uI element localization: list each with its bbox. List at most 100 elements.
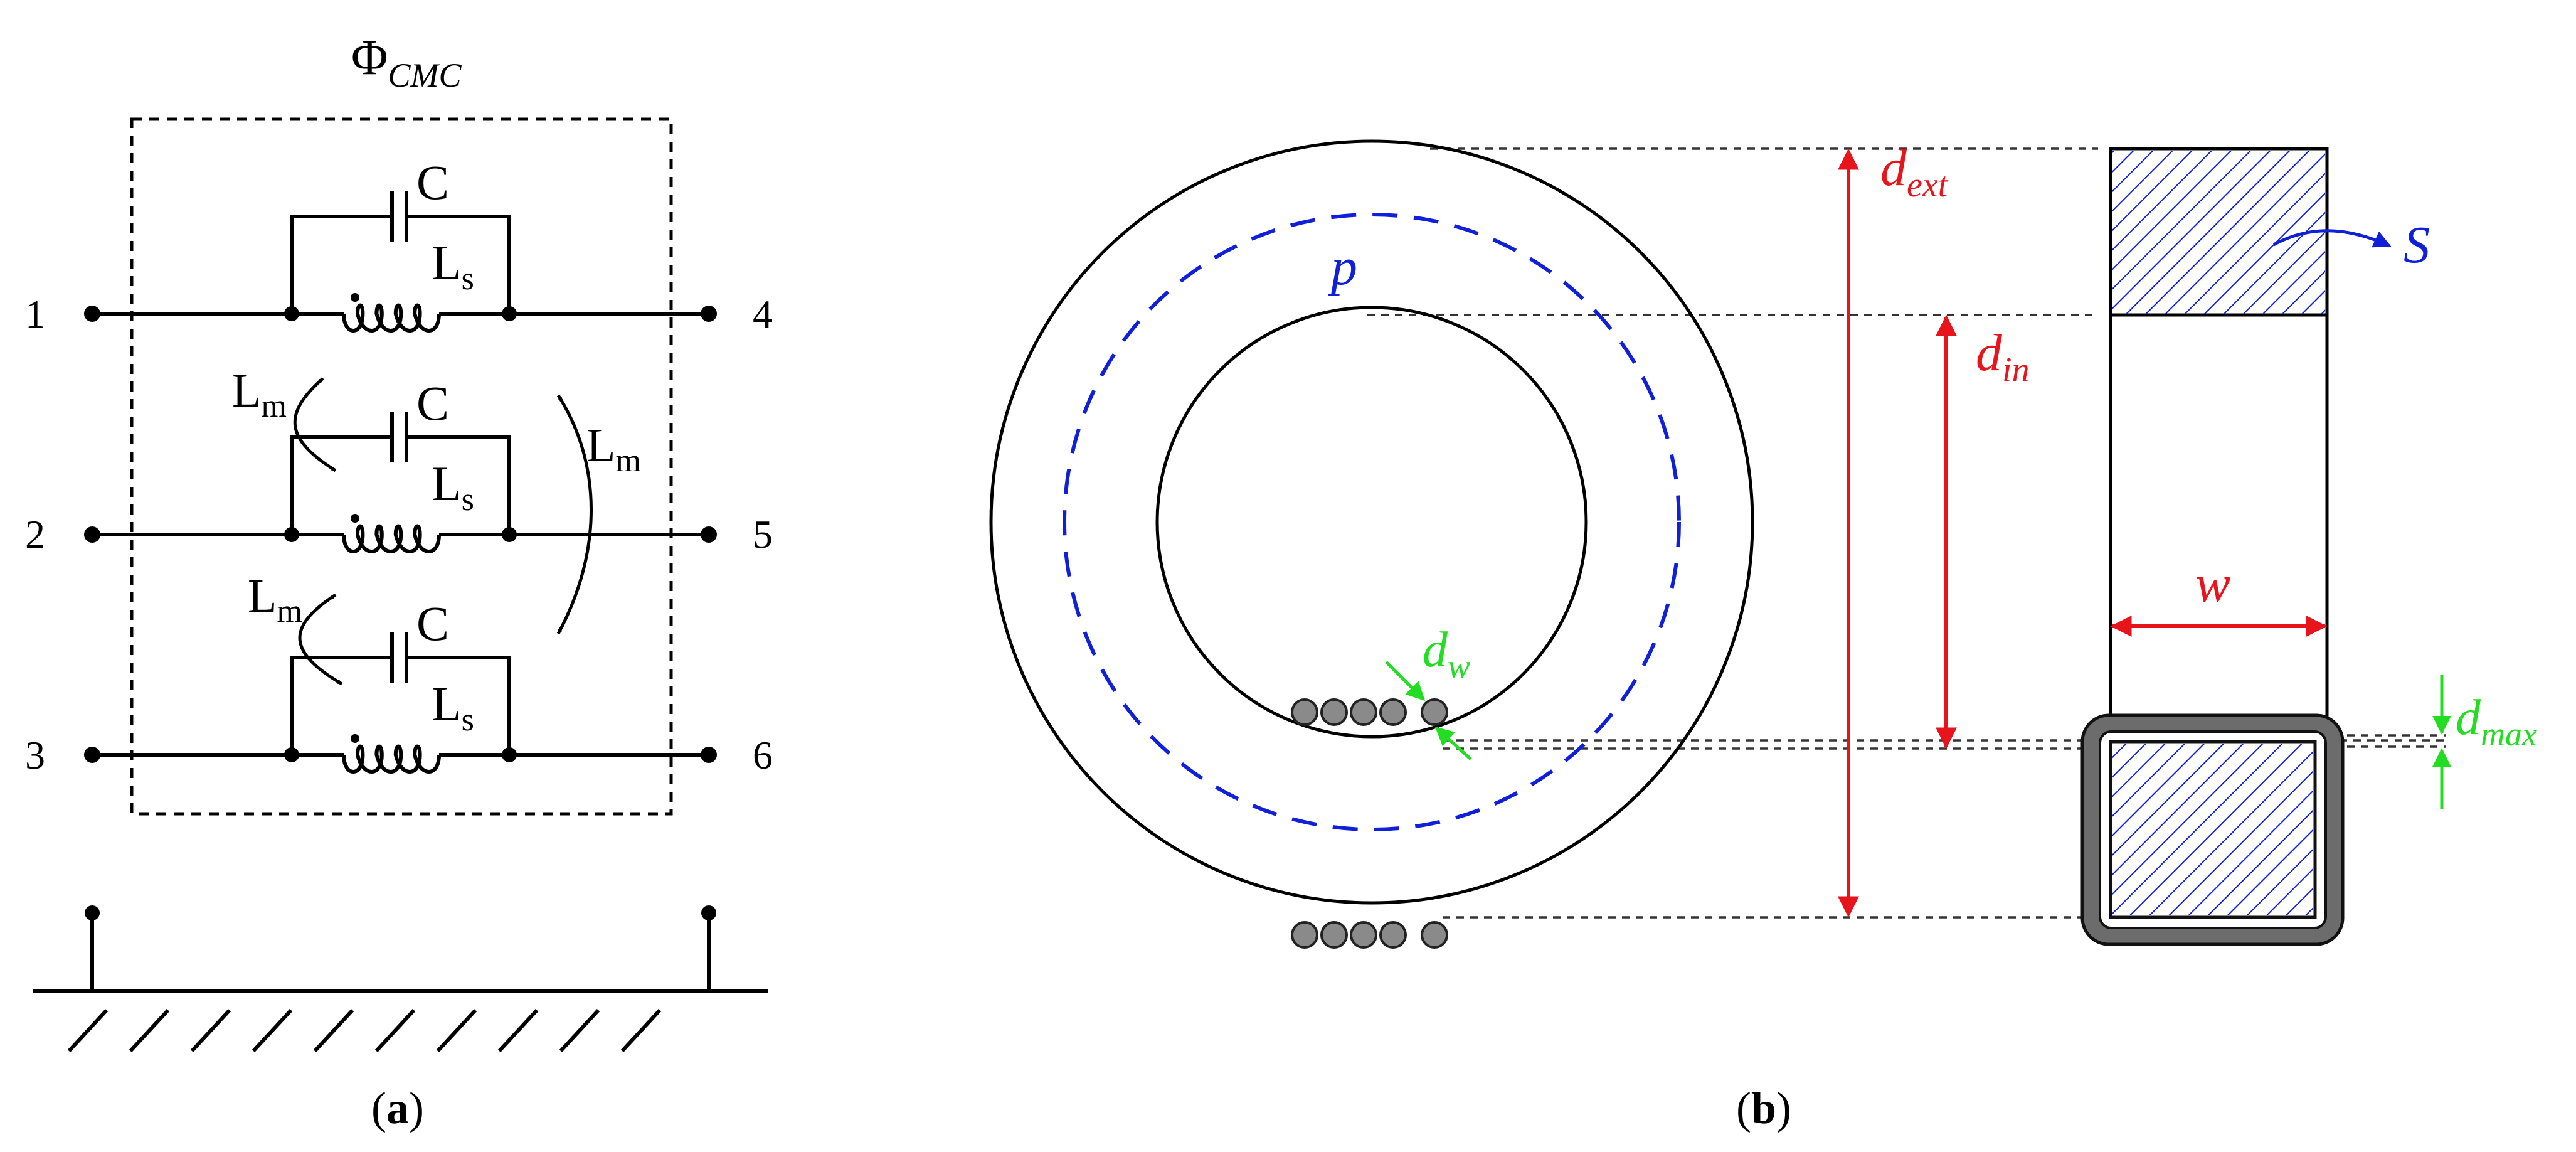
inductor-coil xyxy=(342,744,441,774)
capacitor-label: C xyxy=(416,596,449,651)
ground-hatch-stroke xyxy=(252,1008,293,1053)
cross-section-bottom-hatch xyxy=(2112,744,2313,915)
inner-diameter-subscript: in xyxy=(2002,351,2030,390)
terminal-node xyxy=(701,526,717,543)
wire-diameter-letter: d xyxy=(1423,622,1448,678)
winding-wire-outer xyxy=(1421,921,1448,949)
capacitor-label: C xyxy=(416,155,449,210)
ground-hatch-stroke xyxy=(620,1008,662,1053)
capacitor-lead xyxy=(406,215,511,314)
inductor-label: Ls xyxy=(432,456,474,518)
mutual-letter: L xyxy=(586,419,615,472)
caption-a: (a) xyxy=(371,1083,424,1133)
wire-diameter-arrow-top xyxy=(1385,661,1426,701)
inner-diameter-label: din xyxy=(1976,324,2030,390)
mutual-subscript: m xyxy=(261,388,286,424)
polarity-dot xyxy=(351,293,359,302)
mutual-letter: L xyxy=(248,570,277,622)
mean-path-circle xyxy=(1063,213,1681,831)
winding-wire-outer xyxy=(1320,921,1348,949)
winding-wire-inner xyxy=(1350,698,1377,726)
mutual-letter: L xyxy=(232,365,261,417)
mutual-subscript: m xyxy=(615,443,640,479)
inductor-subscript: s xyxy=(462,261,474,297)
terminal-node xyxy=(701,747,717,763)
outer-diameter-letter: d xyxy=(1880,139,1907,197)
caption-open: ( xyxy=(371,1083,386,1133)
terminal-node xyxy=(84,747,100,763)
ground-plane xyxy=(33,905,768,1053)
flux-label: ΦCMC xyxy=(351,30,462,94)
winding-wire-outer xyxy=(1291,921,1318,949)
caption-open: ( xyxy=(1736,1083,1751,1133)
caption-letter: a xyxy=(386,1083,409,1133)
capacitor-label: C xyxy=(416,376,449,430)
caption-close: ) xyxy=(409,1083,424,1133)
mutual-label-23: Lm xyxy=(248,570,302,629)
inductor-coil xyxy=(342,303,441,333)
panel-b-toroid: p dw dext din S w dmax (b) xyxy=(989,139,2537,1133)
terminal-4: 4 xyxy=(753,292,773,336)
flux-subscript: CMC xyxy=(388,56,462,94)
capacitor-lead xyxy=(290,656,392,755)
inductor-letter: L xyxy=(432,235,462,290)
winding-branch-1: CLs xyxy=(84,155,717,333)
terminal-6: 6 xyxy=(753,733,773,777)
toroid-outer-edge xyxy=(989,139,1754,905)
section-arrow xyxy=(2272,229,2392,248)
ground-hatch-stroke xyxy=(313,1008,354,1053)
cmc-boundary xyxy=(130,117,673,816)
width-label: w xyxy=(2195,555,2230,613)
max-label: dmax xyxy=(2456,690,2537,753)
inductor-label: Ls xyxy=(432,235,474,297)
winding-branch-2: CLs xyxy=(84,376,717,553)
inductor-letter: L xyxy=(432,676,462,731)
ground-hatch-stroke xyxy=(374,1008,416,1053)
ground-hatch-stroke xyxy=(497,1008,539,1053)
outer-diameter-subscript: ext xyxy=(1907,166,1949,205)
mutual-arrow-23 xyxy=(298,593,343,686)
mutual-arrow-12 xyxy=(293,377,337,472)
capacitor-lead xyxy=(406,435,511,535)
ground-hatch-stroke xyxy=(67,1008,109,1053)
polarity-dot xyxy=(351,514,359,523)
winding-wire-inner xyxy=(1291,698,1318,726)
capacitor-lead xyxy=(406,656,511,755)
mutual-label-13: Lm xyxy=(586,419,641,479)
wire-diameter-arrow-bottom xyxy=(1434,726,1472,760)
flux-symbol: Φ xyxy=(351,30,388,85)
inductor-letter: L xyxy=(432,456,462,511)
section-label: S xyxy=(2404,216,2430,274)
inductor-coil xyxy=(342,524,441,553)
winding-wire-inner xyxy=(1379,698,1407,726)
inner-diameter-letter: d xyxy=(1976,324,2003,382)
terminal-node xyxy=(84,526,100,543)
winding-wire-inner xyxy=(1320,698,1348,726)
wire-diameter-subscript: w xyxy=(1448,648,1470,685)
wire-diameter-label: dw xyxy=(1423,622,1470,685)
terminal-node xyxy=(84,306,100,322)
inductor-subscript: s xyxy=(462,482,474,518)
caption-b: (b) xyxy=(1736,1083,1791,1133)
max-subscript: max xyxy=(2481,715,2537,753)
mutual-label-12: Lm xyxy=(232,365,287,424)
polarity-dot xyxy=(351,734,359,743)
terminal-1: 1 xyxy=(25,292,45,336)
path-label: p xyxy=(1328,238,1357,296)
capacitor-lead xyxy=(290,215,392,314)
winding-branch-3: C Ls xyxy=(84,596,717,774)
ground-hatch-stroke xyxy=(559,1008,600,1053)
winding-wire-outer xyxy=(1350,921,1377,949)
ground-hatch-stroke xyxy=(190,1008,231,1053)
capacitor-lead xyxy=(290,435,392,535)
ground-hatch-stroke xyxy=(129,1008,170,1053)
outer-diameter-label: dext xyxy=(1880,139,1949,205)
mutual-arrow-13 xyxy=(556,394,593,635)
inductor-label: Ls xyxy=(432,676,474,738)
caption-close: ) xyxy=(1776,1083,1791,1133)
ground-hatch-stroke xyxy=(436,1008,477,1053)
cross-section-top xyxy=(2112,151,2325,314)
winding-wire-inner xyxy=(1421,698,1448,726)
